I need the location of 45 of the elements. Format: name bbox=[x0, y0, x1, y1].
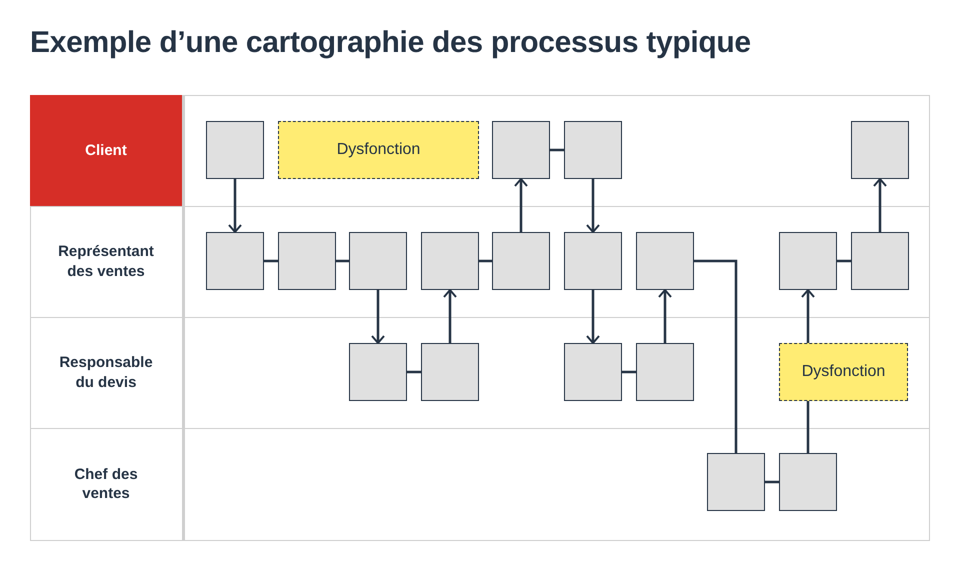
process-box bbox=[564, 232, 622, 290]
lane-header: Représentant des ventes bbox=[30, 206, 182, 317]
process-box bbox=[349, 232, 407, 290]
connector-line bbox=[694, 260, 738, 453]
process-box bbox=[421, 232, 479, 290]
process-box bbox=[278, 232, 336, 290]
arrow bbox=[873, 178, 887, 232]
process-box bbox=[851, 232, 909, 290]
arrow bbox=[443, 289, 457, 343]
arrow bbox=[514, 178, 528, 232]
process-box bbox=[707, 453, 765, 511]
arrow bbox=[586, 290, 600, 344]
arrow bbox=[228, 179, 242, 233]
arrow bbox=[586, 179, 600, 233]
process-box bbox=[206, 232, 264, 290]
arrow bbox=[658, 289, 672, 343]
process-box bbox=[851, 121, 909, 179]
process-box bbox=[564, 343, 622, 401]
lane-header: Client bbox=[30, 95, 182, 206]
lane-header: Chef des ventes bbox=[30, 428, 182, 540]
process-box bbox=[564, 121, 622, 179]
connector-line bbox=[479, 260, 492, 262]
process-box bbox=[779, 232, 837, 290]
connector-line bbox=[837, 260, 851, 262]
connector-line bbox=[550, 148, 564, 152]
process-box bbox=[492, 121, 550, 179]
connector-line bbox=[622, 370, 636, 374]
process-box bbox=[206, 121, 264, 179]
process-box bbox=[349, 343, 407, 401]
process-box bbox=[421, 343, 479, 401]
connector-line bbox=[336, 260, 349, 262]
process-box bbox=[779, 453, 837, 511]
arrow bbox=[371, 290, 385, 344]
arrow bbox=[801, 289, 815, 343]
connector-line bbox=[407, 370, 421, 374]
process-box bbox=[492, 232, 550, 290]
connector-line bbox=[264, 260, 278, 262]
process-box bbox=[636, 343, 694, 401]
lane-header: Responsable du devis bbox=[30, 317, 182, 428]
process-box bbox=[636, 232, 694, 290]
diagram-title: Exemple d’une cartographie des processus typique bbox=[30, 26, 751, 60]
connector-line bbox=[765, 480, 779, 484]
dysfunction-box: Dysfonction bbox=[278, 121, 479, 179]
connector-line bbox=[806, 401, 810, 453]
dysfunction-box: Dysfonction bbox=[779, 343, 908, 401]
